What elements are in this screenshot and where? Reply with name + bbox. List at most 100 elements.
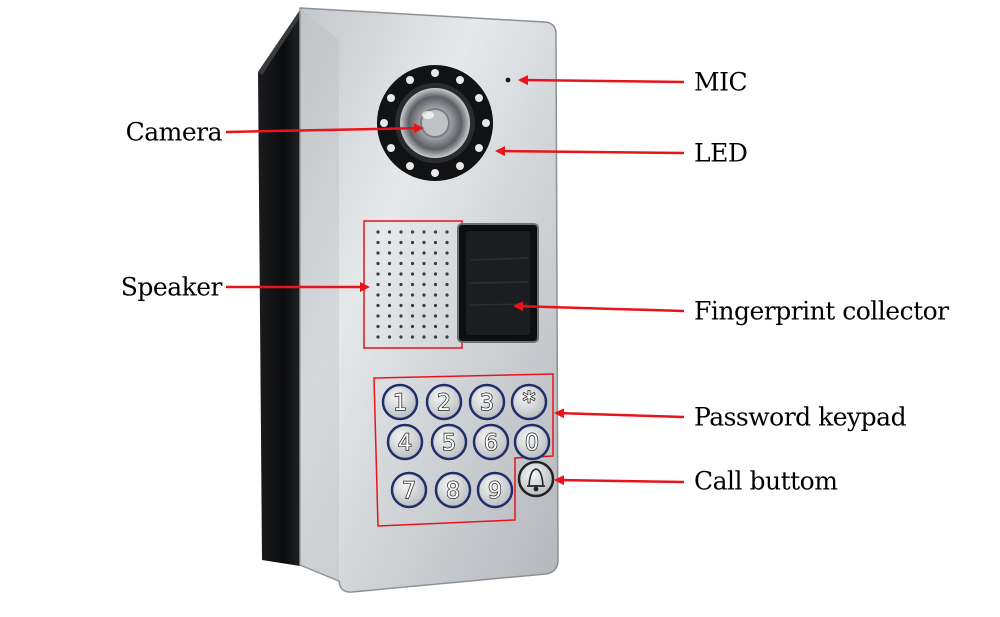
speaker-hole bbox=[445, 303, 449, 308]
speaker-hole bbox=[410, 335, 415, 339]
keypad-key[interactable]: 5 bbox=[430, 423, 468, 461]
speaker-hole bbox=[445, 324, 449, 329]
speaker-hole bbox=[387, 293, 392, 297]
mic-hole bbox=[505, 77, 511, 83]
speaker-hole bbox=[422, 261, 426, 266]
speaker-hole bbox=[376, 240, 380, 245]
speaker-hole bbox=[410, 261, 415, 266]
speaker-hole bbox=[376, 335, 380, 339]
speaker-hole bbox=[422, 282, 426, 287]
speaker-hole bbox=[410, 230, 415, 234]
speaker-hole bbox=[433, 230, 438, 234]
speaker-hole bbox=[387, 240, 392, 245]
keypad-key-label: 8 bbox=[446, 479, 460, 504]
keypad-key-label: 2 bbox=[437, 391, 451, 416]
speaker-hole bbox=[410, 240, 415, 245]
keypad-key-label: 5 bbox=[442, 431, 456, 456]
keypad-key-label: 7 bbox=[402, 479, 416, 504]
keypad-outline bbox=[373, 373, 554, 527]
keypad-key-label: 3 bbox=[480, 391, 494, 416]
speaker-hole bbox=[422, 303, 426, 308]
speaker-hole bbox=[399, 240, 403, 245]
speaker-hole bbox=[399, 314, 403, 318]
speaker-hole bbox=[410, 282, 415, 287]
keypad-key[interactable]: 8 bbox=[434, 471, 472, 509]
speaker-hole bbox=[422, 240, 426, 245]
keypad-key[interactable]: 0 bbox=[513, 423, 551, 461]
speaker-hole bbox=[445, 282, 449, 287]
speaker-hole bbox=[445, 293, 449, 297]
speaker-hole bbox=[399, 303, 403, 308]
keypad-key[interactable]: 3 bbox=[468, 383, 506, 421]
speaker-hole bbox=[422, 314, 426, 318]
speaker-label: Speaker bbox=[120, 272, 223, 302]
keypad-key-label: 6 bbox=[484, 431, 498, 456]
speaker-hole bbox=[445, 230, 449, 234]
speaker-hole bbox=[445, 314, 449, 318]
speaker-hole bbox=[433, 293, 438, 297]
camera-module bbox=[377, 65, 493, 181]
speaker-hole bbox=[376, 293, 380, 297]
keypad-key[interactable]: * bbox=[510, 383, 548, 421]
speaker-hole bbox=[399, 293, 403, 297]
speaker-hole bbox=[433, 324, 438, 329]
speaker-hole bbox=[433, 314, 438, 318]
speaker-hole bbox=[399, 282, 403, 287]
speaker-hole bbox=[422, 251, 426, 255]
speaker-hole bbox=[376, 303, 380, 308]
call-label: Call buttom bbox=[694, 466, 838, 496]
speaker-hole bbox=[399, 324, 403, 329]
speaker-hole bbox=[376, 272, 380, 276]
speaker-hole bbox=[387, 261, 392, 266]
speaker-hole bbox=[422, 230, 426, 234]
speaker-hole bbox=[445, 240, 449, 245]
keypad-key[interactable]: 4 bbox=[386, 423, 424, 461]
arrow-led bbox=[495, 146, 685, 157]
keypad-key-label: 0 bbox=[525, 431, 539, 456]
arrow-fingerprint bbox=[513, 301, 685, 313]
speaker-hole bbox=[445, 261, 449, 266]
speaker-hole bbox=[376, 314, 380, 318]
fingerprint-sensor bbox=[457, 223, 539, 343]
speaker-hole bbox=[387, 282, 392, 287]
speaker-hole bbox=[433, 335, 438, 339]
led-ring bbox=[380, 69, 490, 177]
speaker-hole bbox=[376, 230, 380, 234]
keypad-key[interactable]: 9 bbox=[476, 471, 514, 509]
keypad-key[interactable]: 2 bbox=[425, 383, 463, 421]
speaker-hole bbox=[433, 282, 438, 287]
arrow-camera bbox=[225, 123, 424, 134]
annotation-arrows bbox=[225, 75, 685, 486]
keypad-key[interactable]: 1 bbox=[381, 383, 419, 421]
call-button[interactable] bbox=[517, 460, 555, 498]
speaker-hole bbox=[399, 251, 403, 255]
camera-label: Camera bbox=[125, 117, 223, 147]
arrow-call bbox=[554, 475, 685, 486]
keypad-key[interactable]: 6 bbox=[472, 423, 510, 461]
speaker-hole bbox=[399, 261, 403, 266]
speaker-hole bbox=[387, 314, 392, 318]
speaker-hole bbox=[433, 261, 438, 266]
arrow-keypad bbox=[554, 408, 685, 419]
fingerprint-label: Fingerprint collector bbox=[694, 296, 949, 326]
speaker-hole bbox=[410, 324, 415, 329]
speaker-hole bbox=[399, 230, 403, 234]
keypad-key-label: 1 bbox=[393, 391, 407, 416]
speaker-hole bbox=[433, 303, 438, 308]
speaker-hole bbox=[422, 293, 426, 297]
speaker-hole bbox=[445, 272, 449, 276]
speaker-hole bbox=[376, 324, 380, 329]
speaker-hole bbox=[387, 324, 392, 329]
speaker-hole bbox=[410, 272, 415, 276]
speaker-hole bbox=[422, 272, 426, 276]
speaker-hole bbox=[387, 335, 392, 339]
bell-icon bbox=[527, 468, 545, 492]
speaker-hole bbox=[410, 303, 415, 308]
keypad-key-label: * bbox=[523, 387, 536, 417]
speaker-hole bbox=[376, 261, 380, 266]
speaker-hole bbox=[445, 251, 449, 255]
speaker-hole bbox=[399, 272, 403, 276]
keypad-key[interactable]: 7 bbox=[390, 471, 428, 509]
